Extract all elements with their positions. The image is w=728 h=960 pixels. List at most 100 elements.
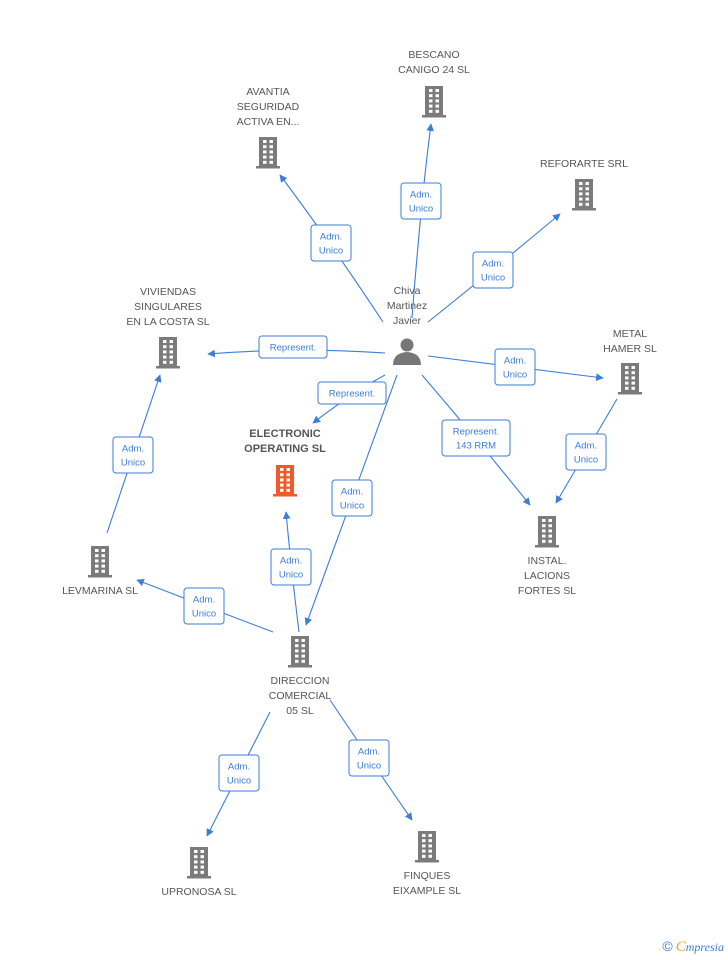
- person-icon: [393, 338, 421, 365]
- node-label: Martinez: [387, 300, 427, 312]
- node-label: EN LA COSTA SL: [126, 316, 209, 328]
- edge-direccion-finques[interactable]: Adm. Unico: [329, 699, 413, 821]
- edge-label-text: Unico: [574, 455, 598, 466]
- node-label: UPRONOSA SL: [161, 886, 236, 898]
- node-instal[interactable]: INSTAL. LACIONS FORTES SL: [518, 516, 576, 597]
- building-icon: [415, 831, 439, 863]
- edge-direccion-electronic[interactable]: Adm. Unico: [270, 511, 312, 633]
- node-label: BESCANO: [408, 49, 459, 61]
- edge-label-text: Unico: [192, 609, 216, 620]
- node-label: REFORARTE SRL: [540, 158, 628, 170]
- edge-levmarina-viviendas[interactable]: Adm.Unico: [106, 374, 162, 534]
- edge-label-text: Unico: [357, 761, 381, 772]
- node-bescano[interactable]: BESCANO CANIGO 24 SL: [398, 49, 470, 118]
- edge-direccion-upronosa[interactable]: Adm.Unico: [206, 711, 271, 837]
- edge-label-text: Adm.: [482, 259, 504, 270]
- edge-chiva-electronic[interactable]: Represent.: [312, 374, 387, 424]
- building-icon: [288, 636, 312, 668]
- node-label: FORTES SL: [518, 585, 576, 597]
- brand-name: mpresia: [685, 940, 724, 954]
- brand-initial: C: [675, 939, 686, 955]
- edge-chiva-direccion[interactable]: Adm. Unico: [304, 374, 398, 626]
- edge-label-text: Adm.: [575, 441, 597, 452]
- edge-label-text: Represent.: [453, 427, 499, 438]
- node-reforarte[interactable]: REFORARTE SRL: [540, 158, 628, 211]
- node-label: LACIONS: [524, 570, 570, 582]
- edge-chiva-metal[interactable]: Adm. Unico: [427, 348, 604, 386]
- edge-label-text: Unico: [340, 501, 364, 512]
- edge-label-text: Adm.: [280, 556, 302, 567]
- building-icon: [422, 86, 446, 118]
- edge-label-text: Adm.: [504, 356, 526, 367]
- edge-label-box: [348, 739, 390, 777]
- edge-label-text: Adm.: [341, 487, 363, 498]
- edge-label-box: [472, 251, 514, 289]
- edge-label-text: Unico: [279, 570, 303, 581]
- edge-chiva-avantia[interactable]: Adm. Unico: [279, 174, 384, 323]
- edge-label-box: [112, 436, 154, 474]
- edge-label-text: Unico: [481, 273, 505, 284]
- node-label: ACTIVA EN...: [237, 116, 300, 128]
- building-icon: [187, 847, 211, 879]
- node-label: LEVMARINA SL: [62, 585, 138, 597]
- edge-label-text: Adm.: [193, 595, 215, 606]
- edge-label-box: [310, 224, 352, 262]
- node-label: DIRECCION: [271, 675, 330, 687]
- node-label: Javier: [393, 315, 422, 327]
- edge-label-box: [218, 754, 260, 792]
- edge-label-box: [317, 381, 387, 405]
- node-metal[interactable]: METAL HAMER SL: [603, 328, 657, 395]
- node-label: EIXAMPLE SL: [393, 885, 461, 897]
- edge-label-box: [494, 348, 536, 386]
- node-label: COMERCIAL: [269, 690, 332, 702]
- building-icon: [256, 137, 280, 169]
- building-icon: [273, 465, 297, 497]
- edge-chiva-instal[interactable]: Represent.143 RRM: [421, 374, 531, 506]
- node-upronosa[interactable]: UPRONOSA SL: [161, 847, 237, 898]
- node-label: CANIGO 24 SL: [398, 64, 470, 76]
- node-label: AVANTIA: [246, 86, 289, 98]
- edge-label-text: Unico: [319, 246, 343, 257]
- edge-label-text: Unico: [409, 204, 433, 215]
- edge-label-box: [270, 548, 312, 586]
- edge-chiva-reforarte[interactable]: Adm. Unico: [427, 213, 561, 323]
- edge-label-box: [441, 419, 511, 457]
- building-icon: [88, 546, 112, 578]
- edge-label-text: Adm.: [228, 762, 250, 773]
- edge-label-box: [331, 479, 373, 517]
- edge-label-box: [258, 335, 328, 359]
- edge-metal-instal[interactable]: Adm. Unico: [555, 398, 618, 504]
- node-label: INSTAL.: [528, 555, 567, 567]
- building-icon: [535, 516, 559, 548]
- edge-direccion-levmarina[interactable]: Adm. Unico: [136, 578, 274, 633]
- empresia-brand[interactable]: ©Cmpresia: [662, 938, 724, 956]
- edge-label-box: [400, 182, 442, 220]
- edge-label-text: Adm.: [358, 747, 380, 758]
- edge-label-box: [183, 587, 225, 625]
- node-label: METAL: [613, 328, 647, 340]
- building-icon: [156, 337, 180, 369]
- edge-label-box: [565, 433, 607, 471]
- edges-layer: Adm.UnicoAdm.UnicoAdm.UnicoRepresent.Rep…: [106, 123, 618, 837]
- building-icon: [618, 363, 642, 395]
- copyright-symbol: ©: [662, 938, 673, 954]
- edge-label-text: Unico: [121, 458, 145, 469]
- edge-label-text: Adm.: [320, 232, 342, 243]
- edge-label-text: Unico: [503, 370, 527, 381]
- edge-label-text: Represent.: [270, 343, 316, 354]
- building-icon: [572, 179, 596, 211]
- node-levmarina[interactable]: LEVMARINA SL: [62, 546, 138, 597]
- node-label: ELECTRONIC: [249, 428, 321, 440]
- edge-chiva-bescano[interactable]: Adm.Unico: [400, 123, 442, 319]
- edge-chiva-viviendas[interactable]: Represent.: [207, 335, 386, 359]
- node-label: HAMER SL: [603, 343, 657, 355]
- edge-label-text: Represent.: [329, 389, 375, 400]
